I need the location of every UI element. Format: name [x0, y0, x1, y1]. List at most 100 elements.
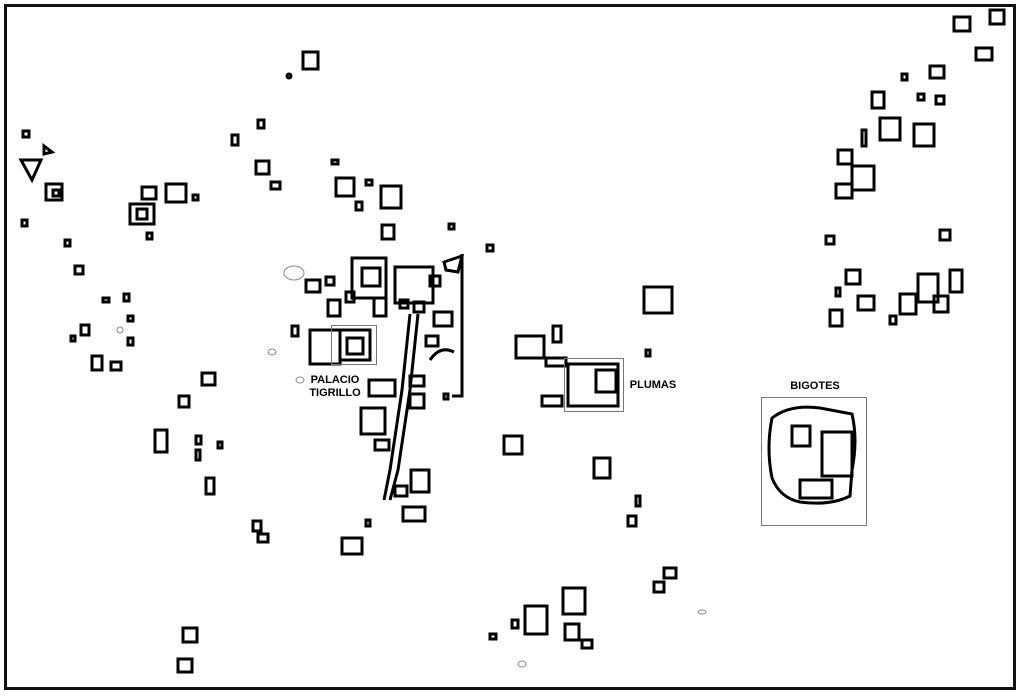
structure: [900, 72, 909, 82]
structure: [304, 278, 322, 294]
structure: [523, 604, 549, 636]
trace: [295, 376, 305, 384]
structure: [216, 440, 224, 450]
structure: [916, 92, 926, 102]
structure: [290, 324, 300, 338]
structure: [340, 536, 364, 556]
structure: [836, 148, 854, 166]
structure: [122, 292, 131, 303]
structure: [856, 294, 876, 312]
structure: [514, 334, 546, 360]
structure: [285, 72, 293, 80]
structure: [251, 519, 263, 533]
structure: [888, 314, 898, 326]
structure: [354, 200, 364, 212]
structure: [561, 586, 587, 616]
structure: [126, 314, 135, 323]
structure: [176, 657, 194, 674]
plumas-highlight: [564, 358, 624, 412]
structure: [934, 94, 946, 106]
structure: [447, 222, 456, 231]
structure: [912, 122, 936, 148]
structure: [101, 296, 111, 304]
structure: [948, 268, 964, 294]
structure: [164, 182, 188, 204]
structure: [359, 406, 387, 436]
structure: [510, 618, 520, 630]
structure: [90, 354, 104, 372]
structure: [412, 300, 426, 314]
structure: [191, 193, 200, 202]
structure: [642, 285, 674, 315]
structure: [408, 374, 426, 388]
structure: [324, 275, 336, 287]
structure: [488, 632, 498, 641]
structure: [898, 292, 918, 316]
structure: [870, 90, 886, 110]
palacio-label-line2: TIGRILLO: [309, 387, 361, 399]
structure: [301, 50, 320, 71]
structure: [21, 129, 31, 139]
structure: [126, 336, 135, 347]
structure: [204, 476, 216, 496]
structure: [42, 143, 56, 156]
structure: [502, 434, 524, 456]
structure: [834, 286, 842, 298]
bigotes-highlight: [761, 397, 867, 526]
structure: [428, 348, 455, 361]
structure: [409, 468, 431, 494]
structure: [592, 456, 612, 480]
structure: [916, 272, 940, 304]
structure: [145, 231, 154, 241]
bigotes-pyramid: [820, 430, 854, 478]
structure: [379, 184, 403, 210]
structure: [69, 334, 77, 343]
structure: [230, 133, 240, 147]
structure: [634, 494, 642, 508]
structure: [932, 294, 950, 314]
structure: [988, 8, 1006, 26]
structure: [63, 238, 72, 248]
causeway-east: [452, 254, 464, 398]
structure: [153, 428, 169, 454]
structure: [200, 371, 217, 387]
structure: [860, 128, 868, 148]
structure: [551, 324, 563, 344]
trace: [116, 326, 124, 334]
structure: [544, 356, 568, 368]
structure: [428, 274, 442, 288]
structure: [952, 15, 972, 33]
structure: [73, 264, 85, 276]
structure: [798, 478, 834, 500]
structure: [408, 392, 426, 410]
structure: [344, 290, 356, 304]
trace: [267, 348, 277, 356]
structure: [256, 118, 266, 130]
causeway-south: [382, 313, 412, 501]
structure: [938, 228, 952, 242]
trace: [697, 609, 707, 615]
structure: [345, 336, 365, 356]
plumas-label: PLUMAS: [629, 379, 677, 391]
structure: [194, 434, 203, 446]
structure: [928, 64, 946, 80]
structure: [350, 256, 388, 300]
trace: [517, 660, 527, 668]
structure: [626, 514, 638, 528]
structure: [44, 182, 64, 202]
structure: [20, 218, 29, 228]
structure: [580, 638, 594, 650]
structure: [181, 626, 199, 644]
palacio-tigrillo-highlight: [331, 325, 377, 365]
structure: [364, 518, 372, 528]
trace: [283, 265, 305, 281]
structure: [330, 158, 340, 166]
structure: [398, 298, 410, 310]
structure: [177, 394, 191, 409]
structure: [338, 328, 372, 362]
structure: [424, 334, 440, 348]
structure: [485, 243, 495, 253]
structure: [140, 185, 158, 201]
structure: [372, 296, 388, 318]
structure: [256, 532, 270, 544]
